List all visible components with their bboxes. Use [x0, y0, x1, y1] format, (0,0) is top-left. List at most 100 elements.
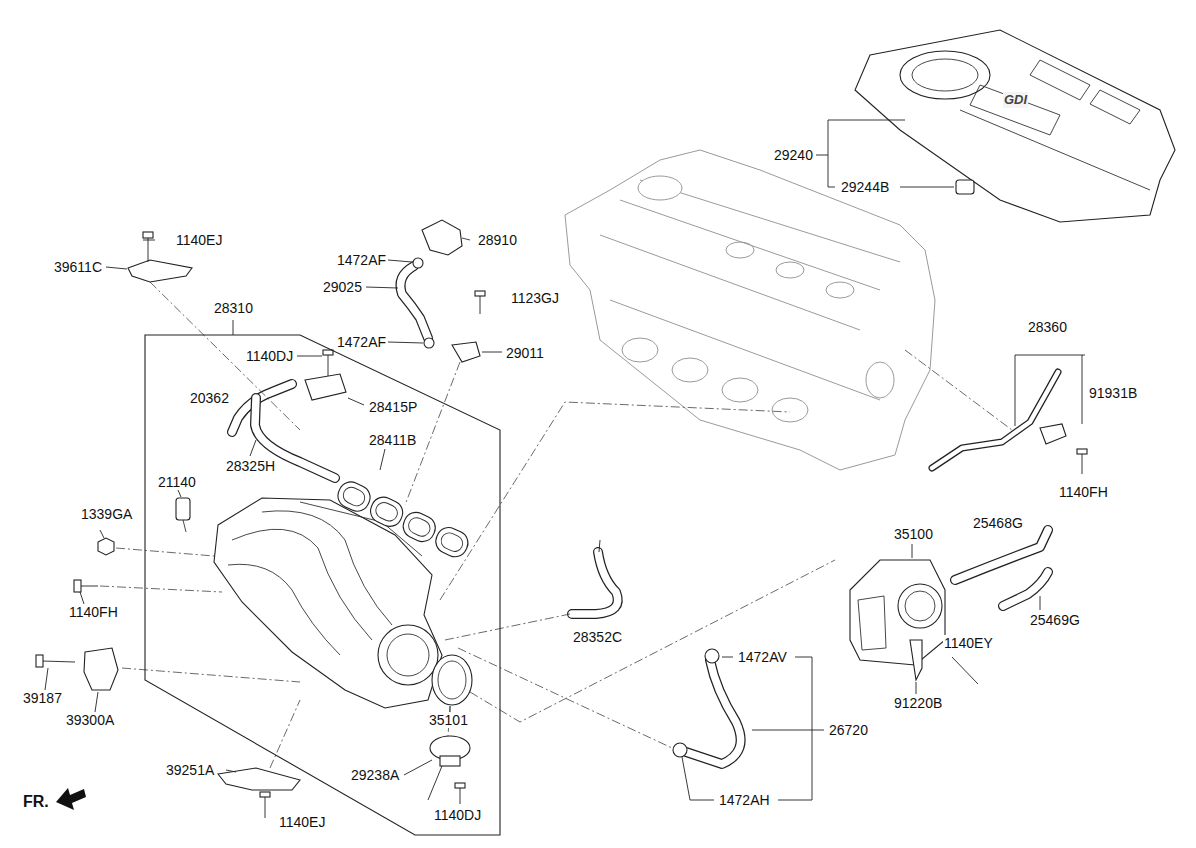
callout-number: 28910 [477, 232, 518, 248]
hose [686, 660, 741, 764]
gasket [399, 508, 439, 545]
leader-line [95, 692, 98, 712]
leader-line [682, 757, 714, 800]
intake-manifold [183, 520, 186, 532]
throttle-body [905, 591, 935, 621]
hose [932, 372, 1058, 468]
small-parts [74, 580, 81, 592]
intake-manifold [262, 511, 392, 625]
small-parts [462, 238, 470, 240]
engine-block [722, 378, 758, 402]
small-parts [84, 648, 118, 690]
small-parts [673, 743, 687, 757]
leader-line [106, 267, 127, 269]
leader-line [599, 540, 600, 552]
dashed-line [116, 548, 214, 556]
hose [955, 530, 1048, 580]
small-parts [422, 220, 462, 255]
engine-cover [912, 59, 978, 91]
small-parts [452, 342, 480, 362]
small-parts [455, 783, 465, 788]
gasket [341, 485, 368, 509]
small-parts [328, 352, 329, 376]
engine-cover [970, 85, 1060, 135]
small-parts [440, 756, 460, 766]
leader-line [348, 398, 364, 405]
callout-number: 1339GA [80, 506, 133, 522]
group-outline [145, 300, 501, 837]
small-parts [98, 538, 114, 555]
callout-number: 28325H [225, 458, 276, 474]
leader-line [404, 760, 432, 775]
hose [1003, 572, 1048, 606]
hose [955, 530, 1048, 580]
dashed-line [150, 282, 300, 430]
callout-number: 28415P [368, 399, 418, 415]
small-parts [36, 220, 719, 818]
small-parts [36, 655, 43, 667]
direction-label: FR. [22, 793, 50, 811]
engine-cover [956, 180, 974, 194]
callout-number: 91220B [893, 695, 943, 711]
gasket [334, 478, 374, 515]
hose [572, 552, 618, 614]
hose [232, 384, 292, 432]
leader-line [778, 657, 812, 800]
callout-number: 39187 [22, 690, 63, 706]
dashed-line [445, 614, 570, 640]
engine-block [776, 262, 804, 278]
callout-number: 39300A [65, 712, 115, 728]
small-parts [128, 260, 192, 282]
engine-block [772, 398, 808, 422]
intake-manifold [232, 529, 372, 640]
intake-manifold [214, 498, 442, 708]
engine-block [600, 180, 900, 400]
engine-block [638, 176, 682, 200]
small-parts [460, 786, 461, 804]
engine-block [565, 150, 935, 470]
leader-line [226, 770, 236, 772]
dashed-line [100, 586, 222, 592]
small-parts [80, 586, 98, 587]
direction-arrow [56, 788, 86, 810]
leader-line [388, 260, 412, 262]
small-parts [413, 258, 423, 268]
logo-text: GDI [1003, 92, 1028, 108]
small-parts [42, 661, 75, 662]
engine-cover [960, 60, 1150, 190]
intake-manifold [378, 625, 438, 685]
small-parts [305, 374, 346, 400]
callout-number: 1140DJ [245, 348, 294, 364]
engine-cover [816, 120, 954, 187]
leader-line [1040, 596, 1041, 610]
group-number: 28310 [213, 300, 254, 316]
small-parts [424, 338, 434, 348]
engine-block [826, 282, 854, 298]
callout-number: 39611C [53, 259, 103, 275]
small-parts [480, 294, 481, 314]
small-parts [705, 649, 719, 663]
throttle-body [910, 640, 922, 680]
dashed-line [270, 700, 300, 768]
callout-number: 1140DJ [433, 807, 482, 823]
leader-line [297, 356, 322, 357]
leader-line [752, 730, 824, 731]
callout-number: 29244B [840, 179, 890, 195]
engine-cover [816, 30, 1175, 222]
dashed-line [122, 668, 300, 682]
hose [401, 266, 429, 338]
intake-manifold [176, 498, 442, 708]
callout-number: 21140 [157, 474, 197, 490]
throttle-body [898, 584, 942, 628]
leader-line [388, 342, 423, 343]
gasket [373, 500, 400, 524]
throttle-body [858, 596, 886, 650]
small-parts [218, 768, 300, 790]
intake-manifold [387, 634, 429, 676]
leader-line [45, 668, 48, 690]
throttle-body [850, 424, 1087, 684]
engine-block [726, 242, 754, 258]
group-outline [145, 335, 500, 835]
hose [686, 660, 741, 764]
callout-number: 25469G [1029, 612, 1081, 628]
